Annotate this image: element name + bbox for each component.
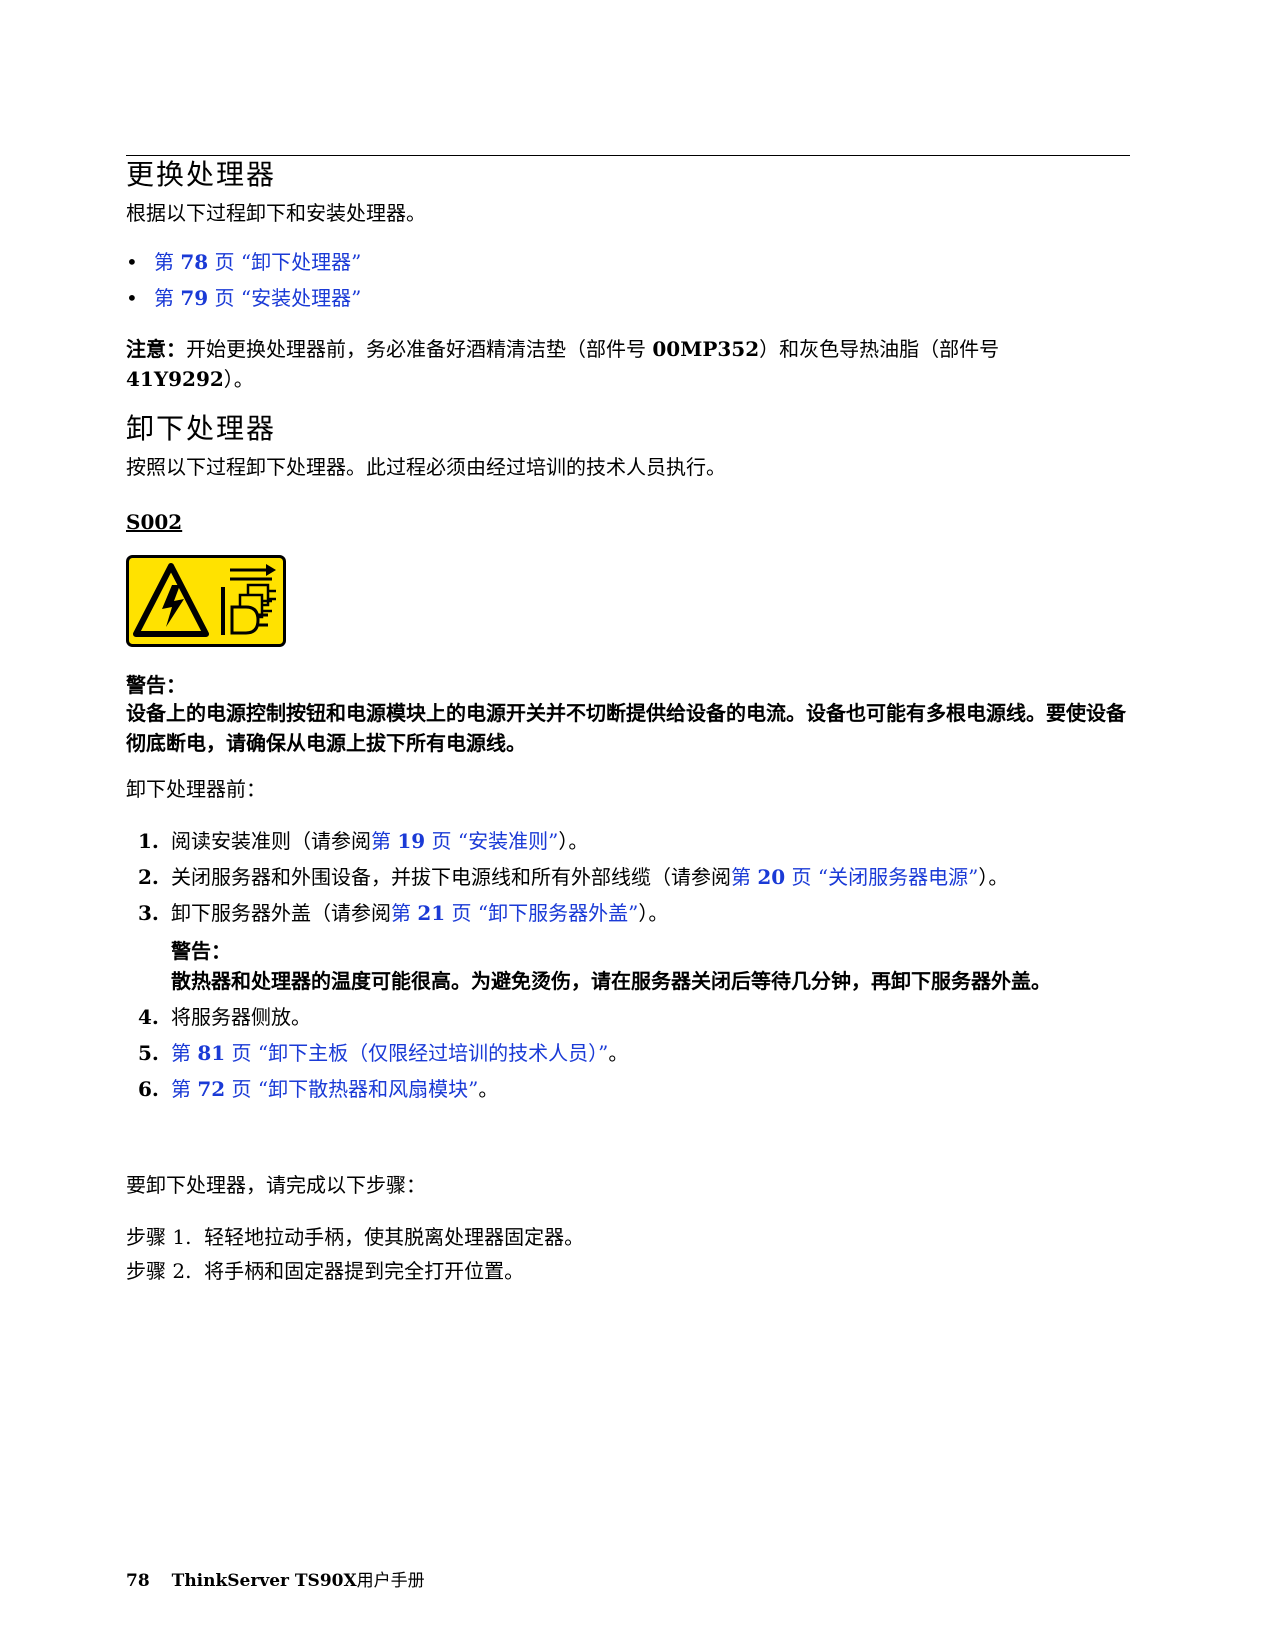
safety-code: S002 xyxy=(126,510,183,534)
list-item: • 第 78 页 “卸下处理器” xyxy=(126,244,361,280)
link-remove-server-cover[interactable]: 第 21 页 “卸下服务器外盖” xyxy=(391,901,639,925)
link-power-off-server[interactable]: 第 20 页 “关闭服务器电源” xyxy=(731,865,979,889)
warning-label: 警告： xyxy=(171,939,231,963)
book-suffix: 用户手册 xyxy=(356,1571,425,1591)
page-number: 78 xyxy=(126,1571,150,1591)
section-title-remove-processor: 卸下处理器 xyxy=(126,412,277,445)
procedure-step: 步骤 2. 将手柄和固定器提到完全打开位置。 xyxy=(126,1259,525,1283)
sub-warning: 警告： 散热器和处理器的温度可能很高。为避免烫伤，请在服务器关闭后等待几分钟，再… xyxy=(171,936,1130,996)
electrical-hazard-icon xyxy=(126,555,286,651)
section-intro: 按照以下过程卸下处理器。此过程必须由经过培训的技术人员执行。 xyxy=(126,455,726,479)
warning-label: 警告： xyxy=(126,673,186,697)
link-remove-heatsink-fan[interactable]: 第 72 页 “卸下散热器和风扇模块” xyxy=(171,1077,479,1101)
top-rule xyxy=(126,155,1130,156)
section-intro: 根据以下过程卸下和安装处理器。 xyxy=(126,201,426,225)
list-item: 6.第 72 页 “卸下散热器和风扇模块”。 xyxy=(138,1077,499,1101)
warning-text: 设备上的电源控制按钮和电源模块上的电源开关并不切断提供给设备的电流。设备也可能有… xyxy=(126,701,1126,755)
attention-note: 注意：开始更换处理器前，务必准备好酒精清洁垫（部件号 00MP352）和灰色导热… xyxy=(126,337,1000,391)
bullet-icon: • xyxy=(126,250,138,274)
before-removal-label: 卸下处理器前： xyxy=(126,777,266,801)
reference-list: • 第 78 页 “卸下处理器” • 第 79 页 “安装处理器” xyxy=(126,244,361,316)
link-install-guidelines[interactable]: 第 19 页 “安装准则” xyxy=(371,829,559,853)
warning-text: 散热器和处理器的温度可能很高。为避免烫伤，请在服务器关闭后等待几分钟，再卸下服务… xyxy=(171,969,1051,993)
link-install-processor[interactable]: 第 79 页 “安装处理器” xyxy=(154,286,362,310)
note-label: 注意： xyxy=(126,337,186,361)
part-number: 41Y9292 xyxy=(126,367,224,391)
procedure-intro: 要卸下处理器，请完成以下步骤： xyxy=(126,1173,426,1197)
link-remove-processor[interactable]: 第 78 页 “卸下处理器” xyxy=(154,250,362,274)
section-title-replace-processor: 更换处理器 xyxy=(126,158,277,191)
list-item: 4.将服务器侧放。 xyxy=(138,1005,311,1029)
page-footer: 78 ThinkServer TS90X用户手册 xyxy=(126,1566,425,1591)
list-item: 2.关闭服务器和外围设备，并拔下电源线和所有外部线缆（请参阅第 20 页 “关闭… xyxy=(138,865,1009,889)
book-title: ThinkServer TS90X xyxy=(171,1571,357,1591)
list-item: 3.卸下服务器外盖（请参阅第 21 页 “卸下服务器外盖”）。 警告： 散热器和… xyxy=(126,898,1130,996)
prerequisite-steps: 1.阅读安装准则（请参阅第 19 页 “安装准则”）。 2.关闭服务器和外围设备… xyxy=(126,826,1130,1110)
procedure-step: 步骤 1. 轻轻地拉动手柄，使其脱离处理器固定器。 xyxy=(126,1225,585,1249)
link-remove-system-board[interactable]: 第 81 页 “卸下主板（仅限经过培训的技术人员）” xyxy=(171,1041,609,1065)
bullet-icon: • xyxy=(126,286,138,310)
list-item: 5.第 81 页 “卸下主板（仅限经过培训的技术人员）”。 xyxy=(138,1041,629,1065)
list-item: 1.阅读安装准则（请参阅第 19 页 “安装准则”）。 xyxy=(138,829,589,853)
list-item: • 第 79 页 “安装处理器” xyxy=(126,280,361,316)
part-number: 00MP352 xyxy=(652,337,760,361)
